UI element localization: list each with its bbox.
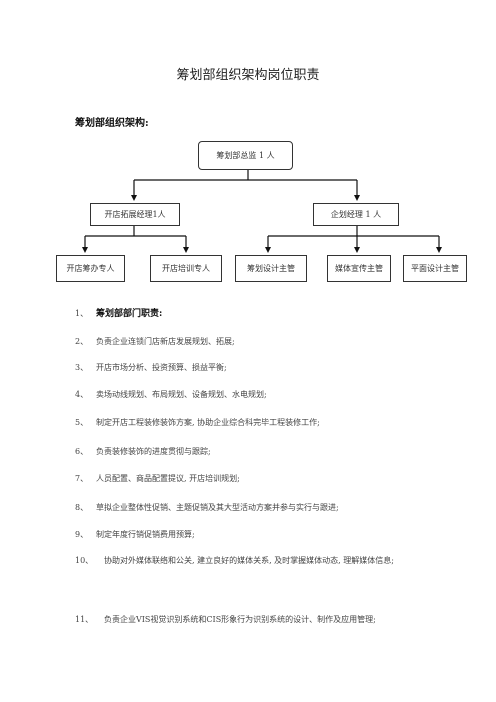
- org-box-media-supervisor: 媒体宣传主管: [327, 255, 391, 282]
- org-box-opening-prep: 开店筹办专人: [56, 255, 125, 282]
- org-box-director: 筹划部总监 1 人: [198, 141, 293, 170]
- org-box-graphic-supervisor: 平面设计主管: [403, 255, 467, 282]
- duty-item: 7、人员配置、商品配置提议, 开店培训规划;: [75, 474, 240, 483]
- document-title: 筹划部组织架构岗位职责: [176, 68, 320, 83]
- duty-item: 4、卖场动线规划、布局规划、设备规划、水电规划;: [75, 390, 267, 399]
- org-box-expansion-manager: 开店拓展经理1人: [90, 203, 180, 226]
- duty-item: 6、负责装修装饰的进度贯彻与跟踪;: [75, 447, 211, 456]
- duty-item: 5、制定开店工程装修装饰方案, 协助企业综合科完毕工程装修工作;: [75, 418, 320, 427]
- duty-item: 8、草拟企业整体性促销、主题促销及其大型活动方案并参与实行与跟进;: [75, 503, 339, 512]
- duty-item: 11、负责企业VIS视觉识别系统和CIS形象行为识别系统的设计、制作及应用管理;: [75, 615, 376, 624]
- duty-item: 9、制定年度行销促销费用预算;: [75, 530, 195, 539]
- org-chart-heading: 筹划部组织架构:: [75, 118, 149, 129]
- duty-item: 1、筹划部部门职责:: [75, 309, 163, 319]
- duty-item: 10、协助对外媒体联络和公关, 建立良好的媒体关系, 及时掌握媒体动态, 理解媒…: [75, 556, 394, 565]
- org-box-design-supervisor: 筹划设计主管: [235, 255, 307, 282]
- org-box-planning-manager: 企划经理 1 人: [313, 203, 399, 226]
- duty-item: 3、开店市场分析、投资预算、损益平衡;: [75, 363, 227, 372]
- duty-item: 2、负责企业连锁门店新店发展规划、拓展;: [75, 337, 235, 346]
- org-box-opening-training: 开店培训专人: [150, 255, 222, 282]
